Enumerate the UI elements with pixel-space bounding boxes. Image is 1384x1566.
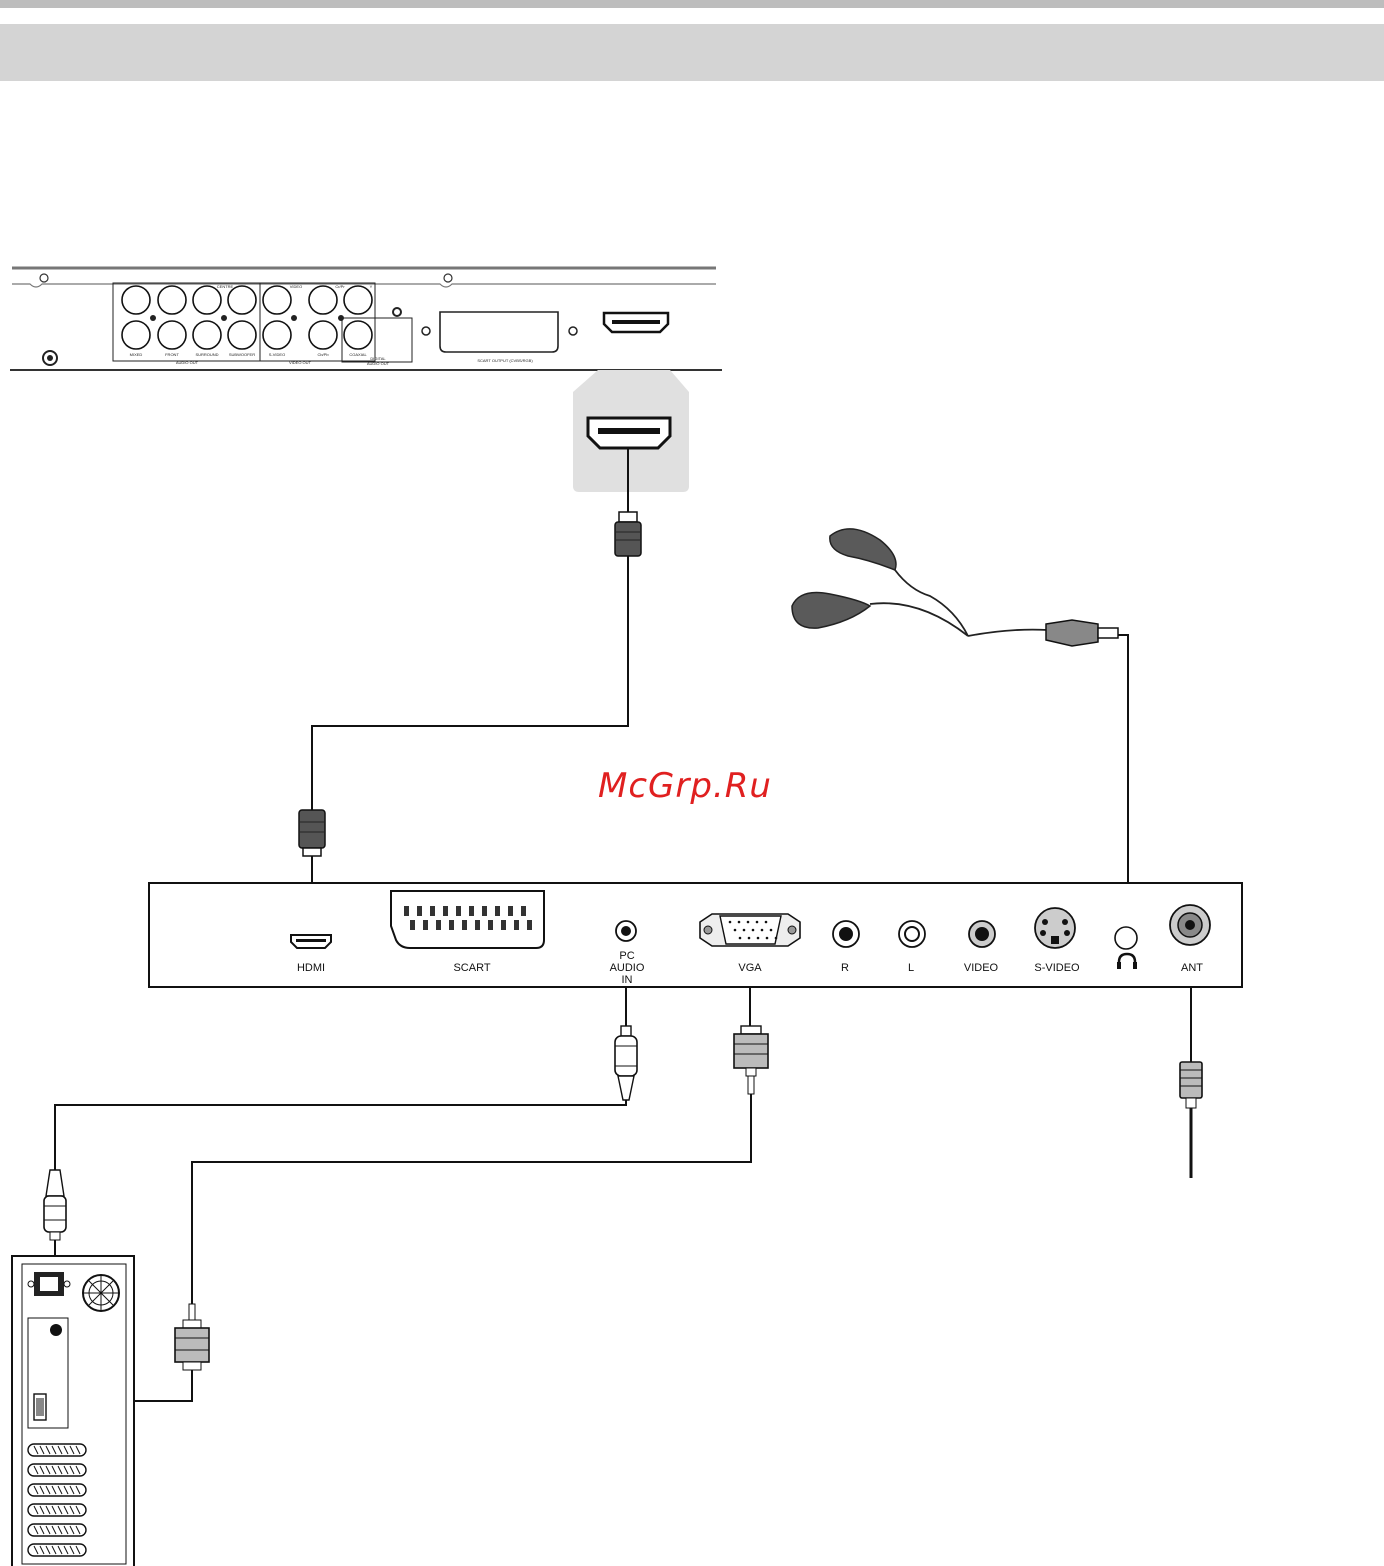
- dvd-label-mixed: MIXED: [130, 352, 143, 357]
- pc-vent-slot: [28, 1504, 86, 1516]
- scart-pin: [404, 906, 409, 916]
- hdmi-plug-dvd-side: [615, 512, 641, 556]
- vga-pin: [756, 921, 759, 924]
- hdmi-zoom-callout: [573, 370, 689, 492]
- hdmi-plug-tv-side: [299, 810, 325, 856]
- vga-pin: [743, 929, 746, 932]
- dvd-label-digital-audio-out: AUDIO OUT: [367, 361, 390, 366]
- vga-pin: [761, 929, 764, 932]
- tv-audio-l-port: [899, 921, 925, 947]
- vga-plug-pc-side: [175, 1304, 209, 1370]
- scart-pin: [501, 920, 506, 930]
- dvd-label-front: FRONT: [165, 352, 179, 357]
- dvd-label-video: VIDEO: [290, 284, 302, 289]
- dvd-label-cb-pb: Cb/Pb: [317, 352, 329, 357]
- dvd-label-surround: SURROUND: [195, 352, 218, 357]
- tv-label-ant: ANT: [1181, 962, 1203, 974]
- scart-pin: [449, 920, 454, 930]
- tv-label-hdmi: HDMI: [297, 962, 325, 974]
- tv-label-audio: AUDIO: [610, 962, 645, 974]
- scart-pin: [495, 906, 500, 916]
- pc-vent-slot: [28, 1524, 86, 1536]
- tv-antenna-port: [1170, 905, 1210, 945]
- vga-pin: [738, 921, 741, 924]
- watermark: McGrp.Ru: [598, 766, 772, 806]
- tv-label-r: R: [841, 962, 849, 974]
- vga-pin: [775, 937, 778, 940]
- dvd-label-scart-output: SCART OUTPUT (CVBS/RGB): [477, 358, 533, 363]
- tv-label-vga: VGA: [738, 962, 762, 974]
- earphones: [792, 529, 1118, 646]
- tv-label-video: VIDEO: [964, 962, 999, 974]
- vga-pin: [757, 937, 760, 940]
- pc-vent-slot: [28, 1484, 86, 1496]
- dvd-label-cr-pr: Cr/Pr: [335, 284, 345, 289]
- tv-rear-panel: HDMI SCART PC AUDIO IN VGA R L VIDEO S-V…: [149, 883, 1242, 987]
- dvd-label-centre: CENTRE: [217, 284, 234, 289]
- scart-pin: [462, 920, 467, 930]
- dvd-label-audio-out: AUDIO OUT: [176, 360, 199, 365]
- scart-pin: [527, 920, 532, 930]
- vga-pin: [765, 921, 768, 924]
- dvd-label-coaxial: COAXIAL: [349, 352, 367, 357]
- vga-pin: [748, 937, 751, 940]
- tv-video-port: [969, 921, 995, 947]
- tv-vga-port: [700, 914, 800, 946]
- tv-label-s-video: S-VIDEO: [1034, 962, 1080, 974]
- scart-pin: [482, 906, 487, 916]
- scart-pin: [423, 920, 428, 930]
- vga-pin: [766, 937, 769, 940]
- vga-pin: [747, 921, 750, 924]
- tv-s-video-port: [1035, 908, 1075, 948]
- scart-pin: [488, 920, 493, 930]
- antenna-plug: [1180, 1062, 1202, 1108]
- scart-pin: [508, 906, 513, 916]
- pc-vent-slot: [28, 1544, 86, 1556]
- dvd-rear-panel: MIXED FRONT SURROUND SUBWOOFER CENTRE VI…: [10, 268, 722, 370]
- scart-pin: [436, 920, 441, 930]
- vga-pin: [734, 929, 737, 932]
- scart-pin: [430, 906, 435, 916]
- tv-audio-r-port: [833, 921, 859, 947]
- dvd-label-s-video: S-VIDEO: [269, 352, 285, 357]
- vga-plug-tv-side: [734, 1026, 768, 1094]
- tv-label-in: IN: [622, 974, 633, 986]
- pc-audio-plug-tv-side: [615, 1026, 637, 1100]
- tv-scart-port: [391, 891, 544, 948]
- vga-pin: [770, 929, 773, 932]
- pc-vent-slot: [28, 1444, 86, 1456]
- scart-pin: [443, 906, 448, 916]
- scart-pin: [521, 906, 526, 916]
- tv-label-scart: SCART: [453, 962, 490, 974]
- tv-label-pc: PC: [619, 950, 634, 962]
- dvd-label-video-out: VIDEO OUT: [289, 360, 312, 365]
- vga-pin: [752, 929, 755, 932]
- scart-pin: [417, 906, 422, 916]
- scart-pin: [456, 906, 461, 916]
- pc-audio-plug-pc-side: [44, 1170, 66, 1240]
- vga-pin: [729, 921, 732, 924]
- pc-tower-rear: [12, 1256, 134, 1566]
- scart-pin: [475, 920, 480, 930]
- tv-pc-audio-port: [616, 921, 636, 941]
- dvd-label-y: Y: [370, 284, 373, 289]
- scart-pin: [469, 906, 474, 916]
- vga-pin: [739, 937, 742, 940]
- pc-vent-slot: [28, 1464, 86, 1476]
- scart-pin: [410, 920, 415, 930]
- dvd-label-subwoofer: SUBWOOFER: [229, 352, 255, 357]
- scart-pin: [514, 920, 519, 930]
- tv-label-l: L: [908, 962, 914, 974]
